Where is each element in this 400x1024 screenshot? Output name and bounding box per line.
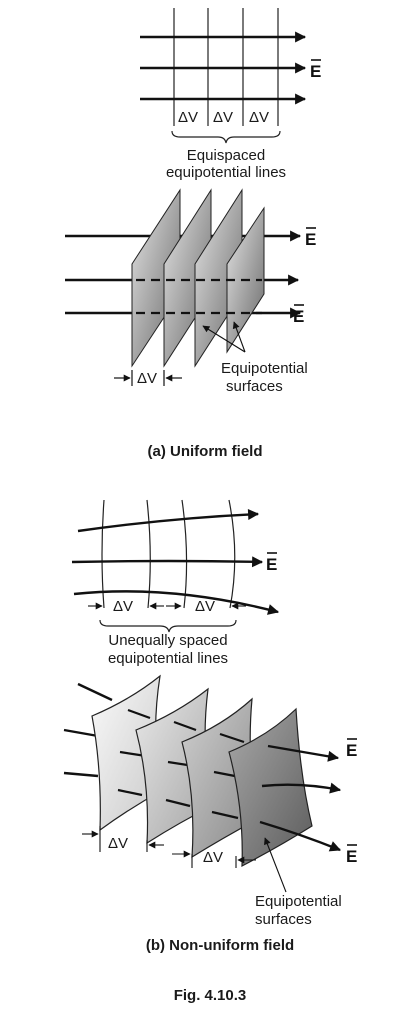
delta-v-label: ΔV	[203, 849, 223, 866]
field-line	[259, 820, 342, 852]
subcaption: (a) Uniform field	[148, 443, 263, 460]
surfaces-label: surfaces	[255, 911, 312, 928]
e-label: E	[346, 741, 357, 760]
surfaces-label: surfaces	[226, 378, 283, 395]
field-line	[77, 508, 260, 533]
e-vector-label: E	[305, 227, 316, 249]
caption: equipotential lines	[166, 164, 286, 181]
delta-v-label: ΔV	[178, 109, 198, 126]
delta-v-label: ΔV	[195, 598, 215, 615]
field-line	[71, 556, 264, 568]
figure-caption: Fig. 4.10.3	[174, 987, 247, 1004]
field-line	[73, 590, 280, 615]
caption: Equispaced	[187, 147, 265, 164]
delta-v-label: ΔV	[108, 835, 128, 852]
uniform-line-grid: E ΔV ΔV ΔV Equispaced equipotential line…	[140, 8, 321, 181]
pointer-lines	[202, 321, 246, 353]
field-line	[267, 744, 340, 762]
equipotential-line	[181, 499, 188, 609]
e-label: E	[310, 62, 321, 81]
field-line	[261, 782, 342, 794]
equipotential-lines	[101, 499, 236, 609]
delta-v-labels: ΔV ΔV ΔV	[178, 109, 269, 126]
delta-v-dimensions	[82, 826, 256, 868]
surfaces-label: Equipotential	[255, 893, 342, 910]
e-vector-label: E	[293, 304, 304, 326]
caption: Unequally spaced	[108, 632, 227, 649]
field-line	[77, 682, 113, 702]
delta-v-label: ΔV	[213, 109, 233, 126]
uniform-planes: E E ΔV Equipotential surfaces	[65, 188, 316, 395]
delta-v-label: ΔV	[113, 598, 133, 615]
e-label: E	[293, 307, 304, 326]
field-line	[63, 771, 99, 778]
e-label: E	[305, 230, 316, 249]
e-vector-label: E	[346, 844, 357, 866]
delta-v-dimension	[114, 370, 182, 386]
e-vector-label: E	[266, 552, 277, 574]
e-vector-label: E	[310, 59, 321, 81]
pointer-line	[264, 837, 287, 893]
e-vector-label: E	[346, 738, 357, 760]
curved-equipotential-surface	[228, 707, 313, 868]
caption: equipotential lines	[108, 650, 228, 667]
delta-v-label: ΔV	[137, 370, 157, 387]
subcaption: (b) Non-uniform field	[146, 937, 294, 954]
surfaces-label: Equipotential	[221, 360, 308, 377]
nonuniform-line-grid: E ΔV ΔV Unequally spaced equipotential l…	[71, 499, 280, 667]
field-lines	[71, 508, 280, 615]
field-line	[63, 728, 99, 738]
field-lines	[140, 31, 307, 105]
e-label: E	[266, 555, 277, 574]
e-label: E	[346, 847, 357, 866]
brace	[171, 130, 281, 144]
nonuniform-surfaces: E E ΔV ΔV Equipotential surfaces	[63, 674, 357, 928]
equipotential-line	[101, 499, 105, 609]
equipotential-line	[228, 499, 236, 609]
brace	[99, 619, 237, 633]
equipotential-line	[146, 499, 151, 609]
delta-v-label: ΔV	[249, 109, 269, 126]
